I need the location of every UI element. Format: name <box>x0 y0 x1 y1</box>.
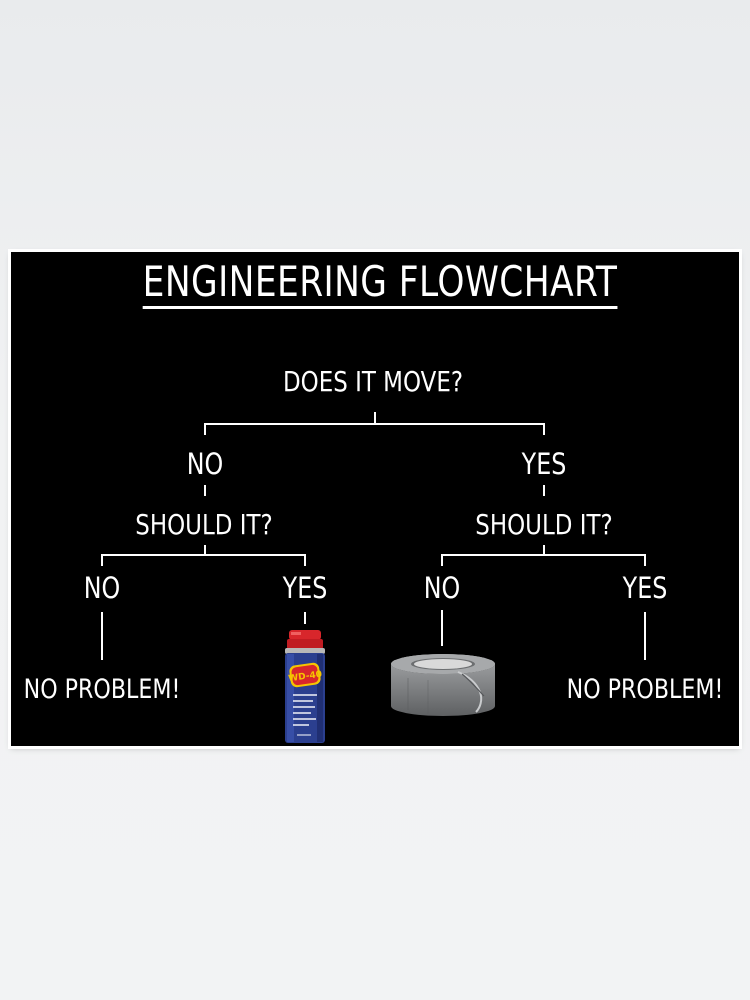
answer-no: NO <box>423 571 461 605</box>
flowchart-title: ENGINEERING FLOWCHART <box>142 258 618 309</box>
result-no-problem: NO PROBLEM! <box>23 674 181 705</box>
left-question: SHOULD IT? <box>135 508 273 541</box>
connector-line <box>204 545 206 555</box>
connector-line <box>101 554 103 566</box>
answer-no: NO <box>83 571 121 605</box>
connector-line <box>441 610 443 646</box>
answer-yes: YES <box>622 571 668 605</box>
answer-no: NO <box>186 447 224 481</box>
duct-tape-roll-icon <box>391 654 495 716</box>
root-question: DOES IT MOVE? <box>282 365 464 398</box>
connector-line <box>304 554 306 566</box>
connector-line <box>543 545 545 555</box>
answer-yes: YES <box>282 571 328 605</box>
connector-line <box>441 554 646 556</box>
connector-line <box>304 612 306 624</box>
connector-line <box>204 423 545 425</box>
right-question: SHOULD IT? <box>475 508 613 541</box>
flowchart-poster: ENGINEERING FLOWCHART DOES IT MOVE? NO Y… <box>11 252 739 746</box>
connector-line <box>204 423 206 435</box>
wd40-logo-text: WD-40 <box>288 670 323 685</box>
connector-line <box>441 554 443 566</box>
connector-line <box>101 612 103 660</box>
connector-line <box>204 485 206 496</box>
connector-line <box>644 554 646 566</box>
connector-line <box>101 554 306 556</box>
connector-line <box>543 423 545 435</box>
connector-line <box>543 485 545 496</box>
answer-yes: YES <box>521 447 567 481</box>
connector-line <box>644 612 646 660</box>
connector-line <box>374 412 376 424</box>
result-no-problem: NO PROBLEM! <box>566 674 724 705</box>
wd40-spray-can-icon: WD-40 <box>285 630 325 743</box>
